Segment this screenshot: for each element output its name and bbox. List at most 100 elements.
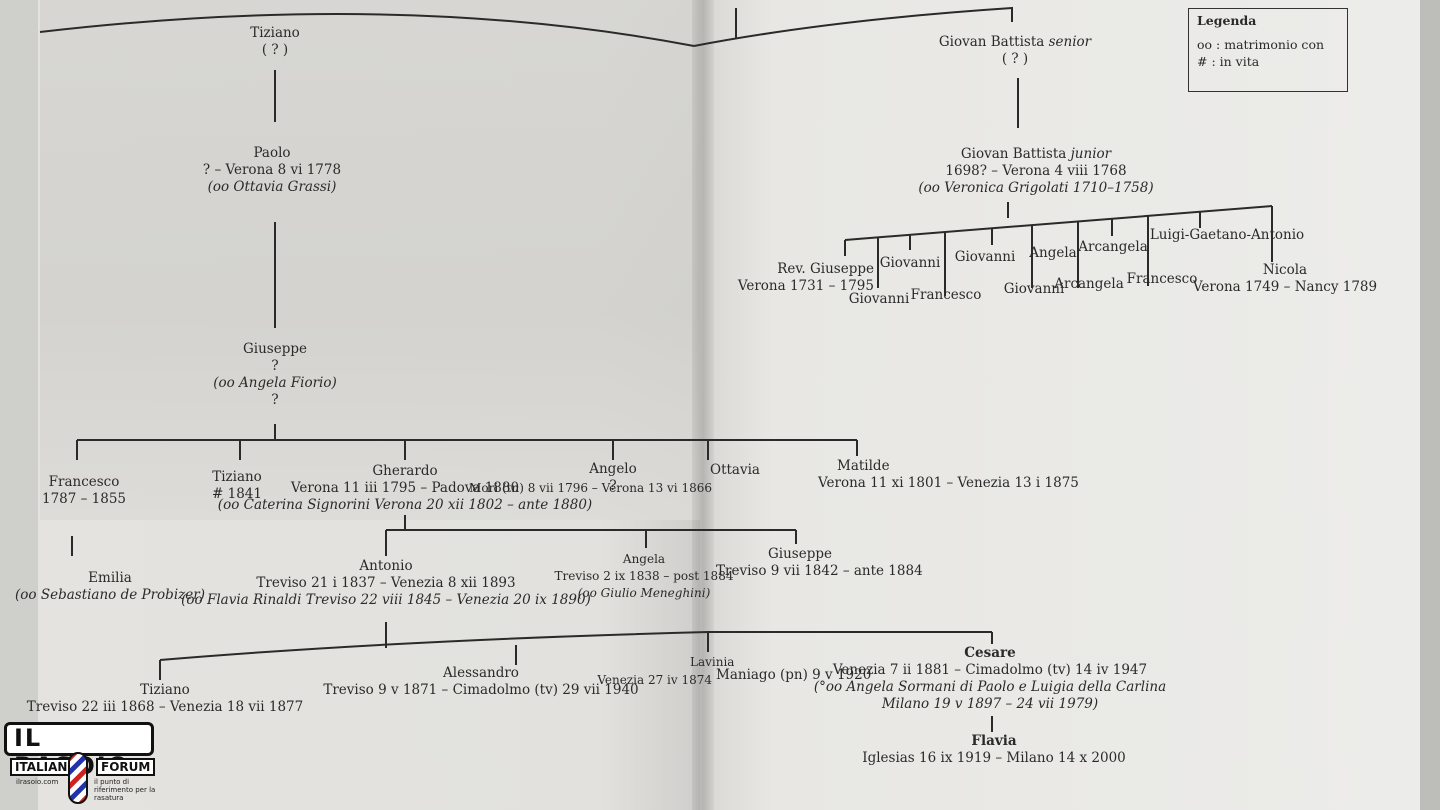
person-dates: 1698? – Verona 4 viii 1768 xyxy=(945,163,1127,179)
logo-right-label: FORUM xyxy=(96,758,156,776)
spouse-info: (oo Giulio Meneghini) xyxy=(577,586,711,600)
person-name: Giuseppe xyxy=(768,546,832,562)
cesare: Cesare Venezia 7 ii 1881 – Cimadolmo (tv… xyxy=(814,645,1166,713)
ottavia-birth: Mori (tn) 8 vii 1796 – Verona 13 vi 1866 xyxy=(469,463,712,497)
person-name: Giovan Battista xyxy=(960,146,1067,162)
tiziano-mid: Tiziano # 1841 xyxy=(212,469,262,503)
gb-junior: Giovan Battista junior 1698? – Verona 4 … xyxy=(918,146,1153,197)
person-name: Paolo xyxy=(253,145,291,161)
person-dates: ? xyxy=(271,392,279,408)
person-name: Alessandro xyxy=(443,665,519,681)
person-name: Gherardo xyxy=(372,463,438,479)
giuseppe: Giuseppe ? (oo Angela Fiorio) ? xyxy=(213,341,337,409)
logo-left-label: ITALIAN xyxy=(10,758,73,776)
tree-line xyxy=(844,206,1273,296)
person-dates: Treviso 2 ix 1838 – post 1884 xyxy=(554,569,734,583)
ottavia: Ottavia xyxy=(710,462,760,479)
tree-line xyxy=(693,6,1013,47)
right-page xyxy=(700,0,1420,810)
flavia: Flavia Iglesias 16 ix 1919 – Milano 14 x… xyxy=(862,733,1126,767)
person-dates: Verona 11 iii 1795 – Padova 1880 xyxy=(290,480,520,496)
person-name: Emilia xyxy=(88,570,132,586)
nicola: Nicola Verona 1749 – Nancy 1789 xyxy=(1193,262,1377,296)
tree-line xyxy=(159,631,993,680)
spouse-info: (oo Veronica Grigolati 1710–1758) xyxy=(918,180,1154,196)
tree-line xyxy=(844,205,1273,241)
person-dates: Maniago (pn) 9 v 1920 xyxy=(716,667,872,683)
rev-giuseppe: Rev. Giuseppe Verona 1731 – 1795 xyxy=(738,261,874,295)
child-top: Angela xyxy=(1029,245,1077,261)
person-dates: ? xyxy=(609,478,617,494)
logo-tagline: il punto di riferimento per la rasatura xyxy=(94,778,156,802)
francesco: Francesco 1787 – 1855 xyxy=(42,474,126,508)
person-dates: Verona 1731 – 1795 xyxy=(737,278,874,294)
gherardo: Gherardo Verona 11 iii 1795 – Padova 188… xyxy=(218,463,592,514)
child-top: Giovanni xyxy=(879,255,941,271)
child-bottom: Francesco xyxy=(910,287,982,303)
child-top: Arcangela xyxy=(1078,239,1148,255)
person-name: Cesare xyxy=(964,645,1016,661)
person-name: Antonio xyxy=(359,558,413,574)
book-gutter xyxy=(692,0,714,810)
person-name: Tiziano xyxy=(250,25,300,41)
person-dates: Iglesias 16 ix 1919 – Milano 14 x 2000 xyxy=(862,750,1126,766)
person-dates: Verona 1749 – Nancy 1789 xyxy=(1192,279,1378,295)
tiziano-low: Tiziano Treviso 22 iii 1868 – Venezia 18… xyxy=(27,682,303,716)
legend-box: Legenda oo : matrimonio con # : in vita xyxy=(1188,8,1348,92)
person-dates: ( ? ) xyxy=(261,42,289,58)
person-dates: ( ? ) xyxy=(1001,51,1029,67)
alessandro: Alessandro Treviso 9 v 1871 – Cimadolmo … xyxy=(323,665,638,699)
tree-line xyxy=(39,13,695,47)
page-edge xyxy=(1420,0,1440,810)
paolo: Paolo ? – Verona 8 vi 1778 (oo Ottavia G… xyxy=(203,145,341,196)
person-name: Francesco xyxy=(48,474,120,490)
legend-title: Legenda xyxy=(1197,13,1257,28)
person-dates: Treviso 9 v 1871 – Cimadolmo (tv) 29 vii… xyxy=(323,682,639,698)
person-dates: Verona 11 xi 1801 – Venezia 13 i 1875 xyxy=(818,475,1079,491)
angelo: Angelo ? xyxy=(589,461,637,495)
barber-pole-icon xyxy=(68,752,88,804)
person-qualifier: senior xyxy=(1048,34,1092,50)
giuseppe-2: Giuseppe Treviso 9 vii 1842 – ante 1884 xyxy=(716,546,923,580)
spouse-info: (oo Sebastiano de Probizer) xyxy=(15,587,205,603)
background-photo xyxy=(40,0,700,520)
person-name: Rev. Giuseppe xyxy=(777,261,874,277)
person-dates: ? xyxy=(271,358,279,374)
tiziano-top: Tiziano ( ? ) xyxy=(250,25,300,59)
spouse-info: (°oo Angela Sormani di Paolo e Luigia de… xyxy=(813,679,1167,695)
legend-marriage: oo : matrimonio con xyxy=(1197,37,1325,52)
person-name: Angela xyxy=(622,552,666,566)
person-qualifier: junior xyxy=(1070,146,1112,162)
child-bottom: Francesco xyxy=(1126,271,1198,287)
angela-small: Angela Treviso 2 ix 1838 – post 1884 (oo… xyxy=(555,551,734,602)
legend-alive: # : in vita xyxy=(1197,54,1260,69)
spouse-info: (oo Caterina Signorini Verona 20 xii 180… xyxy=(217,497,593,513)
tree-line xyxy=(385,529,797,556)
child-top: Giovanni xyxy=(954,249,1016,265)
person-dates: 1787 – 1855 xyxy=(41,491,127,507)
person-name: Giovan Battista xyxy=(938,34,1045,50)
person-name: Lavinia xyxy=(690,655,735,669)
person-name: Nicola xyxy=(1262,262,1308,278)
person-dates: Venezia 27 iv 1874 xyxy=(597,673,712,687)
person-dates: Treviso 9 vii 1842 – ante 1884 xyxy=(716,563,923,579)
person-name: Flavia xyxy=(971,733,1017,749)
maniago: Maniago (pn) 9 v 1920 xyxy=(716,667,871,684)
logo-site: ilrasoio.com xyxy=(16,778,59,786)
person-dates: ? – Verona 8 vi 1778 xyxy=(202,162,342,178)
spouse-info: (oo Ottavia Grassi) xyxy=(207,179,337,195)
person-dates: Venezia 7 ii 1881 – Cimadolmo (tv) 14 iv… xyxy=(832,662,1148,678)
matilde: Matilde Verona 11 xi 1801 – Venezia 13 i… xyxy=(818,458,1079,492)
spouse-info: Milano 19 v 1897 – 24 vii 1979) xyxy=(881,696,1099,712)
il-rasoio-logo: IL RASOIO ITALIAN FORUM ilrasoio.com il … xyxy=(4,716,160,808)
person-name: Tiziano xyxy=(140,682,190,698)
person-dates: Treviso 21 i 1837 – Venezia 8 xii 1893 xyxy=(256,575,516,591)
spouse-info: (oo Angela Fiorio) xyxy=(213,375,337,391)
person-name: Tiziano xyxy=(212,469,262,485)
person-dates: Mori (tn) 8 vii 1796 – Verona 13 vi 1866 xyxy=(469,481,712,495)
lavinia-name: Lavinia xyxy=(690,654,734,671)
logo-ribbon xyxy=(4,722,154,756)
person-name: Giuseppe xyxy=(243,341,307,357)
lavinia-dates: Venezia 27 iv 1874 xyxy=(597,672,712,689)
